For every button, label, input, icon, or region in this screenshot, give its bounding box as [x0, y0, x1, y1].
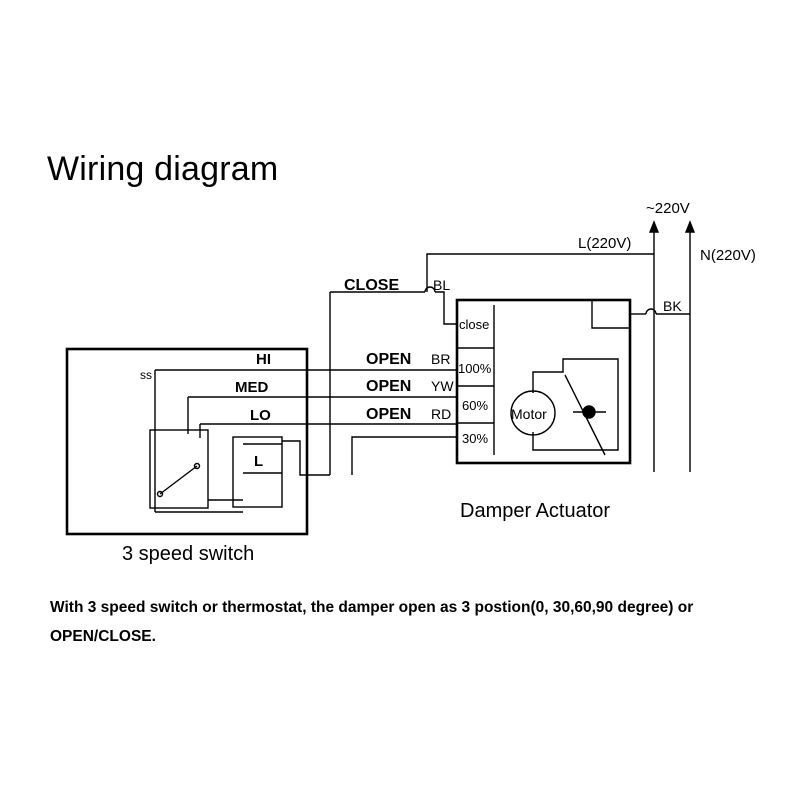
close-wire-bl — [435, 291, 457, 325]
bk-label: BK — [663, 298, 682, 314]
position-60: 60% — [462, 398, 488, 413]
position-100: 100% — [458, 361, 492, 376]
open-hi-label: OPEN — [366, 351, 411, 368]
hi-color-label: BR — [431, 351, 450, 367]
actuator-box — [455, 298, 632, 465]
motor-circle — [510, 390, 556, 436]
motor-label: Motor — [511, 406, 547, 422]
supply-voltage-label: ~220V — [646, 200, 690, 217]
l-box — [232, 436, 283, 508]
ss-label: ss — [140, 368, 152, 382]
selector-box — [149, 429, 209, 509]
med-color-label: YW — [431, 378, 454, 394]
live-label: L(220V) — [578, 235, 631, 252]
lo-label: LO — [250, 407, 271, 424]
close-label: CLOSE — [344, 277, 399, 294]
position-30: 30% — [462, 431, 488, 446]
footer-note: With 3 speed switch or thermostat, the d… — [50, 599, 694, 645]
pivot-icon — [582, 405, 596, 419]
switch-l-label: L — [254, 453, 263, 470]
position-close: close — [459, 317, 489, 332]
switch-caption: 3 speed switch — [122, 543, 255, 565]
speed-switch-box — [65, 347, 309, 536]
neutral-label: N(220V) — [700, 247, 756, 264]
lo-color-label: RD — [431, 406, 451, 422]
neutral-arrow-icon — [684, 220, 696, 233]
live-feed-wire — [426, 253, 654, 292]
hi-label: HI — [256, 351, 271, 368]
actuator-caption: Damper Actuator — [460, 500, 611, 522]
page-title: Wiring diagram — [47, 150, 279, 188]
bl-label: BL — [433, 277, 450, 293]
med-label: MED — [235, 379, 269, 396]
wire-crossing-bl — [424, 286, 436, 293]
open-med-label: OPEN — [366, 378, 411, 395]
open-lo-label: OPEN — [366, 406, 411, 423]
live-arrow-icon — [648, 220, 660, 233]
